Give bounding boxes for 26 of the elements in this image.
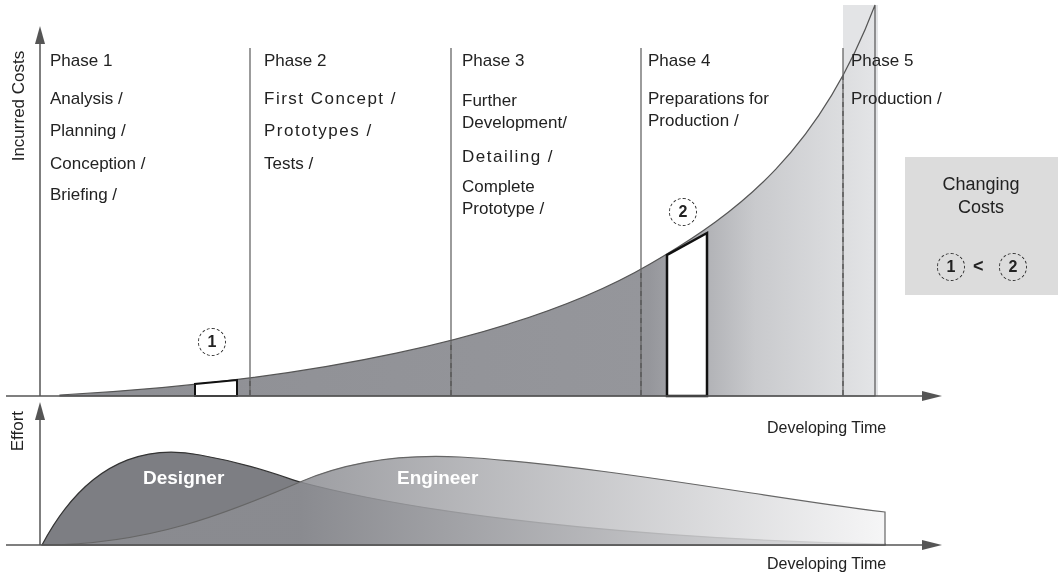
axis-title: Incurred Costs [7, 49, 29, 164]
phase-task: Analysis / [50, 88, 123, 110]
phase-task: Preparations for Production / [648, 88, 770, 133]
phase-task: Conception / [50, 153, 146, 175]
panel-title: Changing Costs [941, 173, 1021, 220]
axis-title: Developing Time [767, 418, 887, 438]
phase-heading: Phase 3 [462, 50, 525, 72]
comparison-sign: < [973, 256, 984, 277]
phase-task: Production / [851, 88, 942, 110]
area-label: Designer [143, 466, 225, 490]
phase-task: Detailing / [462, 146, 555, 168]
axis-title: Developing Time [767, 554, 887, 574]
phase-task: Briefing / [50, 184, 118, 206]
phase-task: Tests / [264, 153, 314, 175]
phase-heading: Phase 4 [648, 50, 711, 72]
phase-heading: Phase 5 [851, 50, 914, 72]
phase-task: Planning / [50, 120, 126, 142]
phase-heading: Phase 2 [264, 50, 327, 72]
phase-task: Further Development/ [462, 90, 568, 135]
phase-task: Prototypes / [264, 120, 373, 142]
area-label: Engineer [397, 466, 479, 490]
phase-task: Complete Prototype / [462, 176, 546, 221]
info-panel [905, 157, 1058, 295]
axis-title: Effort [6, 409, 28, 454]
phase-task: First Concept / [264, 88, 398, 110]
phase-heading: Phase 1 [50, 50, 113, 72]
